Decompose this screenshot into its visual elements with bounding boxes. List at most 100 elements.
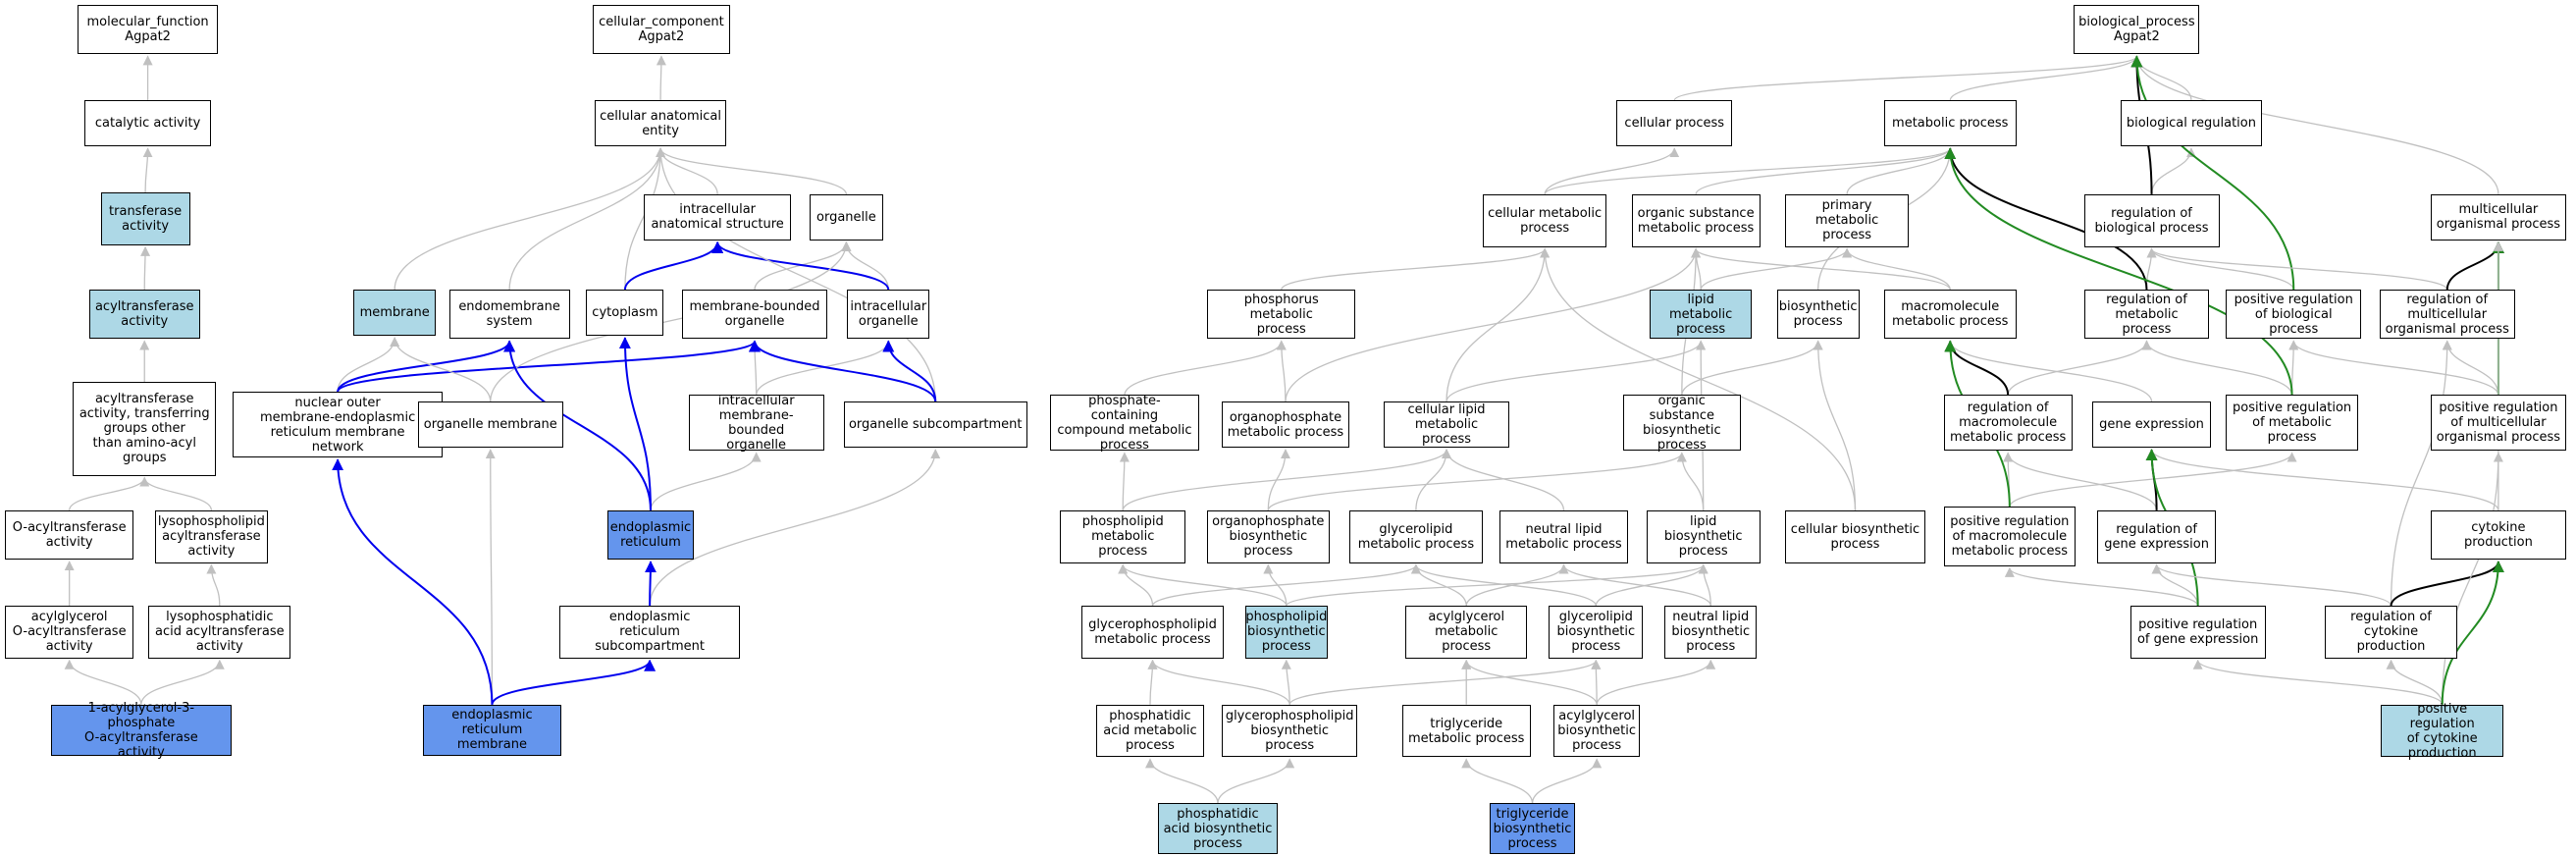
edge-phoslipmet-to-celllip bbox=[1122, 449, 1451, 511]
edge-cytprod-to-geneexp bbox=[2146, 449, 2499, 511]
edge-posregmacro-to-posregmet bbox=[2009, 452, 2297, 508]
term-intorg: intracellular organelle bbox=[847, 290, 930, 340]
edge-tgbio-to-acylglybio bbox=[1531, 758, 1603, 804]
term-primet: primary metabolic process bbox=[1784, 193, 1910, 247]
term-posregmulti: positive regulation of multicellular org… bbox=[2430, 395, 2566, 452]
term-posregmacro: positive regulation of macromolecule met… bbox=[1943, 507, 2077, 566]
edge-agpat-to-lpaacyl bbox=[140, 659, 225, 705]
term-metproc: metabolic process bbox=[1883, 100, 2017, 147]
term-posregbp: positive regulation of biological proces… bbox=[2226, 290, 2362, 340]
term-neutbio: neutral lipid biosynthetic process bbox=[1664, 606, 1758, 659]
edge-regcyt-to-reggene bbox=[2151, 563, 2392, 607]
term-cc: cellular_component Agpat2 bbox=[593, 5, 730, 55]
edge-acylglybio-to-glybio bbox=[1591, 659, 1602, 705]
term-cellproc: cellular process bbox=[1616, 100, 1733, 147]
term-orgsubmet: organic substance metabolic process bbox=[1631, 193, 1761, 247]
edge-endomem-to-cae bbox=[508, 147, 666, 291]
term-cellmet: cellular metabolic process bbox=[1483, 193, 1607, 247]
edge-posregmet-to-regmet bbox=[2141, 340, 2293, 396]
edge-posregmet-to-metproc bbox=[1944, 147, 2293, 396]
edge-neutbio-to-lipbio bbox=[1698, 563, 1711, 607]
edge-pamet-to-gpmet bbox=[1147, 659, 1158, 705]
term-regmacro: regulation of macromolecule metabolic pr… bbox=[1943, 395, 2073, 452]
edge-orgphosbio-to-orgsubbio bbox=[1267, 452, 1687, 511]
term-gpbio: glycerophospholipid biosynthetic process bbox=[1222, 704, 1358, 758]
term-posregmet: positive regulation of metabolic process bbox=[2226, 395, 2358, 452]
edge-glybio-to-glymet bbox=[1410, 563, 1597, 607]
edge-posreggene-to-posregmacro bbox=[2004, 566, 2199, 607]
term-regbp: regulation of biological process bbox=[2083, 193, 2220, 247]
edge-pabio-to-gpbio bbox=[1217, 758, 1295, 804]
edge-regcyt-to-regmulti bbox=[2390, 340, 2452, 607]
edge-cellmet-to-metproc bbox=[1544, 147, 1956, 195]
term-nuclear: nuclear outer membrane-endoplasmic retic… bbox=[233, 392, 443, 458]
term-gpmet: glycerophospholipid metabolic process bbox=[1081, 606, 1224, 659]
edge-regcyt-to-cytprod bbox=[2390, 561, 2504, 607]
term-orgsubbio: organic substance biosynthetic process bbox=[1623, 394, 1741, 453]
term-lpaacyl: lysophosphatidic acid acyltransferase ac… bbox=[148, 606, 291, 659]
term-orgmem: organelle membrane bbox=[417, 401, 563, 449]
edge-ermem-to-ersub bbox=[491, 659, 657, 706]
edge-cytoplasm-to-ias bbox=[623, 241, 724, 291]
edge-imbo-to-mbo bbox=[749, 340, 760, 396]
edge-lpaacyl-to-lysoacyl bbox=[206, 563, 221, 607]
edge-er-to-cytoplasm bbox=[618, 337, 652, 510]
edge-orgsub-to-cae bbox=[656, 147, 936, 402]
term-lysoacyl: lysophospholipid acyltransferase activit… bbox=[155, 509, 268, 563]
edge-gpmet-to-phoslipmet bbox=[1118, 563, 1154, 607]
edge-cellmet-to-cellproc bbox=[1544, 147, 1680, 195]
term-cytprod: cytokine production bbox=[2430, 509, 2566, 561]
edge-ermem-to-nuclear bbox=[332, 458, 494, 705]
edge-metproc-to-bp bbox=[1949, 55, 2142, 101]
edge-cae-to-cc bbox=[656, 55, 666, 101]
edge-ermem-to-orgmem bbox=[485, 449, 496, 705]
term-er: endoplasmic reticulum bbox=[607, 509, 694, 561]
edge-phoslipbio-to-orgphosbio bbox=[1263, 563, 1288, 607]
edge-regmulti-to-multi bbox=[2445, 241, 2504, 291]
edge-posregcyt-to-posregmulti bbox=[2442, 452, 2503, 705]
edge-orgphosmet-to-orgsubmet bbox=[1285, 247, 1702, 402]
edge-phoscomp-to-phosmet bbox=[1124, 340, 1287, 396]
edge-regbp-to-bioreg bbox=[2150, 147, 2196, 194]
term-pabio: phosphatidic acid biosynthetic process bbox=[1157, 803, 1279, 855]
edge-phoslipbio-to-phoslipmet bbox=[1118, 563, 1288, 607]
term-celllip: cellular lipid metabolic process bbox=[1384, 401, 1509, 449]
edge-cellproc-to-bp bbox=[1673, 55, 2142, 101]
term-cae: cellular anatomical entity bbox=[594, 100, 727, 147]
edge-posregcyt-to-posreggene bbox=[2192, 659, 2444, 705]
edge-agpat-to-acylgly bbox=[64, 659, 142, 705]
term-ersub: endoplasmic reticulum subcompartment bbox=[559, 606, 740, 659]
term-ias: intracellular anatomical structure bbox=[644, 193, 791, 241]
edge-posregcyt-to-regcyt bbox=[2386, 659, 2444, 705]
term-mf: molecular_function Agpat2 bbox=[78, 5, 219, 55]
edge-imbo-to-intorg bbox=[756, 340, 894, 396]
term-orgphosmet: organophosphate metabolic process bbox=[1222, 401, 1349, 449]
edge-geneexp-to-macromet bbox=[1945, 340, 2153, 402]
edge-phosmet-to-cellmet bbox=[1281, 247, 1551, 291]
edge-orgsubbio-to-biosyn bbox=[1681, 340, 1823, 396]
edge-neutmet-to-celllip bbox=[1442, 449, 1565, 510]
edge-orgsub-to-intorg bbox=[882, 340, 937, 402]
edge-orgphosmet-to-phosmet bbox=[1276, 340, 1287, 402]
term-mbo: membrane-bounded organelle bbox=[681, 290, 827, 340]
term-phoslipmet: phospholipid metabolic process bbox=[1060, 509, 1186, 563]
term-cat: catalytic activity bbox=[83, 100, 212, 147]
term-phosmet: phosphorus metabolic process bbox=[1207, 290, 1356, 340]
term-bp: biological_process Agpat2 bbox=[2074, 5, 2200, 55]
term-oacyl: O-acyltransferase activity bbox=[5, 509, 134, 561]
edge-orgmem-to-organelle bbox=[490, 241, 852, 402]
edge-cellbio-to-biosyn bbox=[1813, 340, 1857, 510]
edge-lipmet-to-orgsubmet bbox=[1691, 247, 1702, 291]
term-tgmet: triglyceride metabolic process bbox=[1401, 704, 1531, 758]
term-acylglybio: acylglycerol biosynthetic process bbox=[1553, 704, 1640, 758]
edge-lysoacyl-to-acylother bbox=[139, 476, 213, 511]
edge-membrane-to-cae bbox=[394, 147, 666, 291]
edge-regmacro-to-regmet bbox=[2007, 340, 2152, 396]
edge-reggene-to-regmacro bbox=[2003, 452, 2158, 510]
edge-posregbp-to-regbp bbox=[2146, 247, 2294, 291]
term-neutmet: neutral lipid metabolic process bbox=[1498, 509, 1629, 563]
edge-orgsub-to-mbo bbox=[749, 340, 937, 402]
term-macromet: macromolecule metabolic process bbox=[1883, 290, 2017, 340]
term-glybio: glycerolipid biosynthetic process bbox=[1549, 606, 1644, 659]
term-cellbio: cellular biosynthetic process bbox=[1784, 509, 1925, 563]
